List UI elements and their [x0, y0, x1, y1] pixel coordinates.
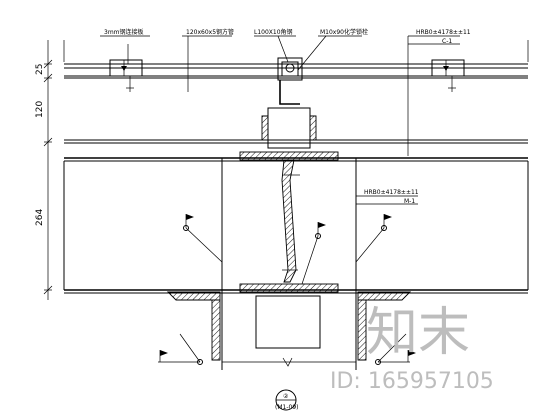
gusset-left [166, 291, 221, 361]
dimension-chain: 25 120 264 [35, 40, 53, 300]
callout-embed-plate-text: 3mm钢连接板 [104, 28, 144, 36]
callout-bolt-text: M10x90化学锁栓 [320, 28, 368, 36]
callout-steel-tube-text: 120x60x5钢方管 [186, 28, 234, 36]
bolt-leader-center [301, 222, 326, 285]
gusset-right [357, 291, 412, 361]
section-sheet: (M1-09) [275, 404, 298, 411]
callout-weld-mid: HRB0±4178±±11 M-1 [356, 189, 419, 205]
callout-weld-top-ref: C-1 [442, 38, 452, 45]
embed-plate-right [431, 59, 465, 92]
callout-weld-top-text: HRB0±4178±±11 [416, 29, 471, 36]
dimension-25: 25 [35, 64, 45, 75]
bolt-leader-bottom-left [158, 333, 203, 365]
callout-steel-tube: 120x60x5钢方管 [182, 28, 234, 92]
steel-column [221, 151, 357, 370]
watermark-id: ID: 165957105 [330, 369, 494, 394]
dimension-264: 264 [35, 209, 45, 226]
angle-connector [261, 57, 317, 149]
watermark-brand: 知末 [366, 303, 470, 363]
callout-angle: L100X10角钢 [254, 28, 296, 63]
steel-tube-layer [64, 157, 528, 294]
bolt-leader-bottom-right [375, 333, 416, 365]
embed-plate-left [109, 59, 143, 92]
watermark: 知末 ID: 165957105 [330, 303, 494, 394]
section-number: ② [283, 393, 289, 400]
upper-band [64, 139, 528, 144]
dimension-120: 120 [35, 101, 45, 118]
bottom-block [255, 295, 321, 349]
callout-weld-top: HRB0±4178±±11 C-1 [407, 29, 471, 156]
callout-weld-mid-ref: M-1 [404, 198, 415, 205]
callout-bolt: M10x90化学锁栓 [297, 28, 368, 71]
callout-weld-mid-text: HRB0±4178±±11 [364, 189, 419, 196]
callout-embed-plate: 3mm钢连接板 [100, 28, 150, 64]
section-label: ② (M1-09) [275, 389, 298, 411]
callout-angle-text: L100X10角钢 [254, 28, 293, 36]
bolt-leader-right [355, 214, 392, 263]
bolt-leader-left [183, 214, 223, 263]
